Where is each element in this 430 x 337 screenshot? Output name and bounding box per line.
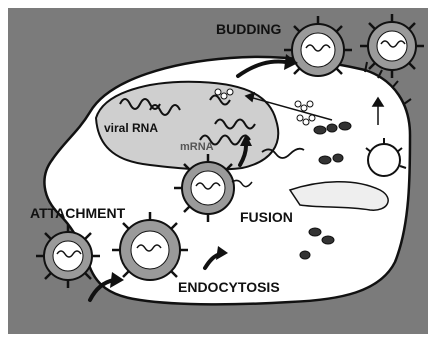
label-attachment: ATTACHMENT xyxy=(30,205,126,221)
label-fusion: FUSION xyxy=(240,209,293,225)
attaching-virion xyxy=(36,224,100,288)
exocytic-vesicle xyxy=(368,144,400,176)
label-viral-rna: viral RNA xyxy=(104,121,158,135)
released-virion xyxy=(360,14,424,78)
label-mrna: mRNA xyxy=(180,141,214,153)
label-budding: BUDDING xyxy=(216,21,281,37)
label-endocytosis: ENDOCYTOSIS xyxy=(178,279,280,295)
